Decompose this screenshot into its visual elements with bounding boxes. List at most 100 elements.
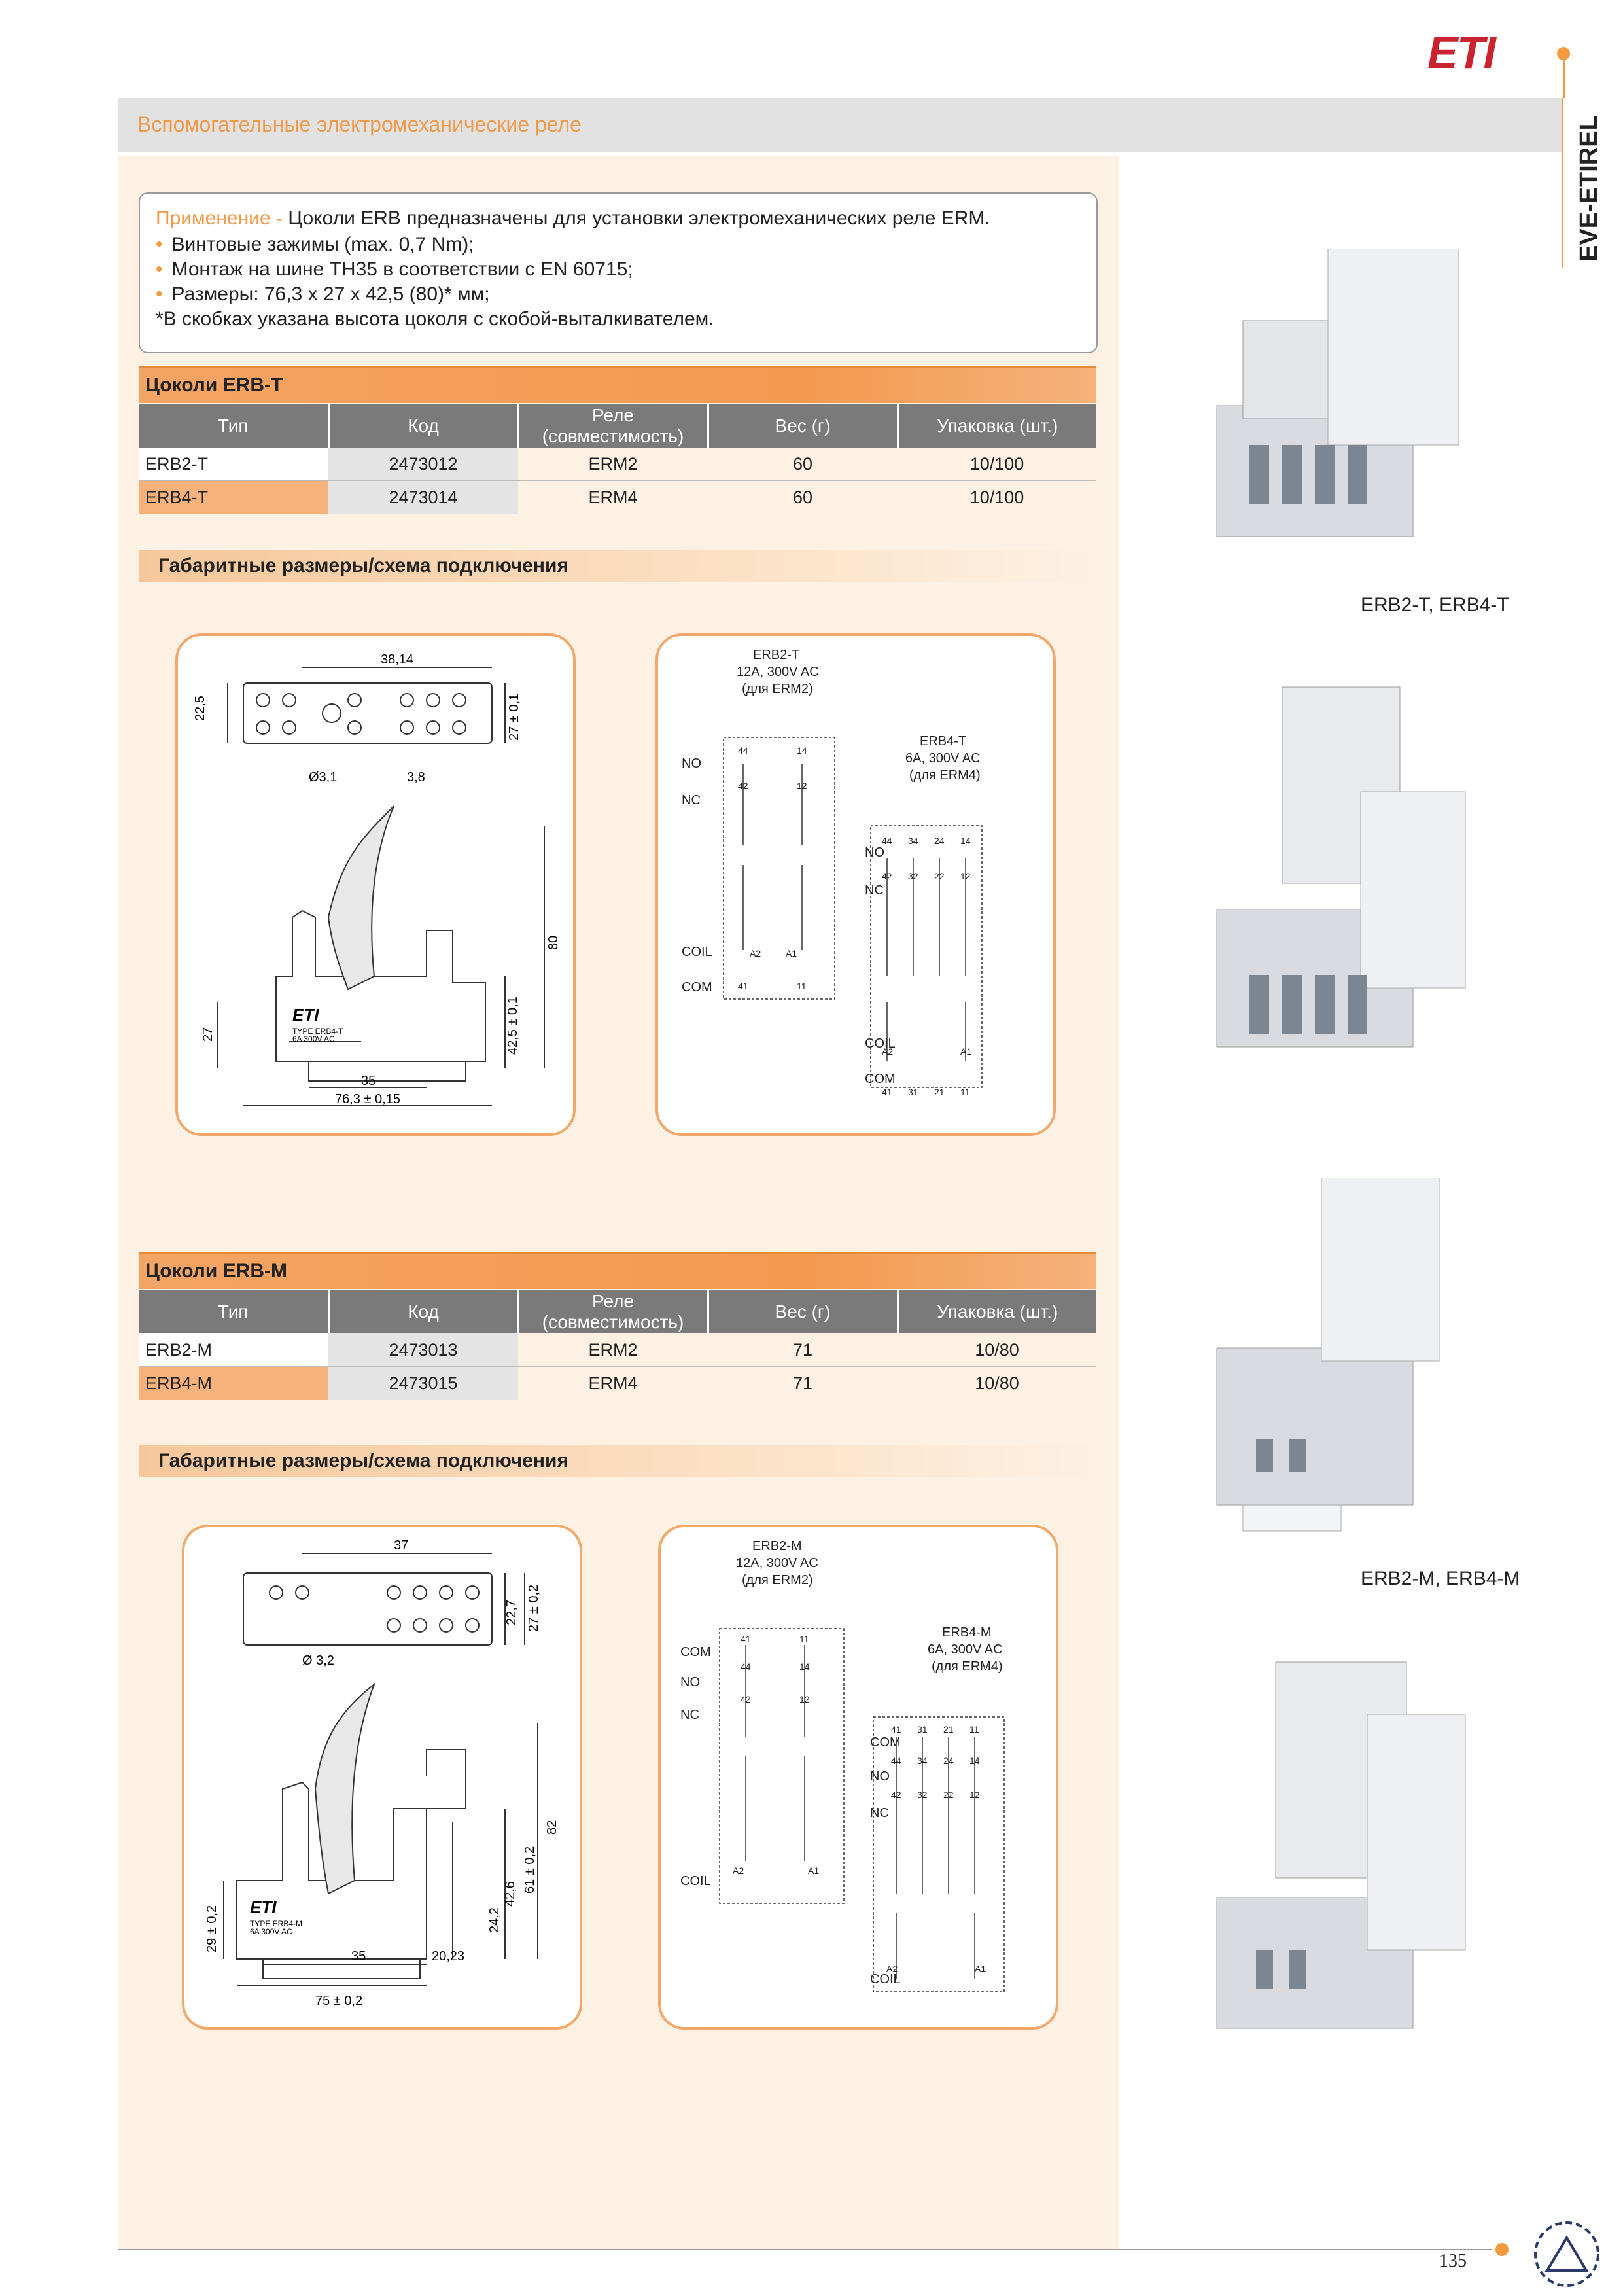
dimension-panel-m: 37 22,7 27 ± 0,2 Ø 3,2 82 61 ± 0,2 42,6 … bbox=[182, 1525, 582, 2030]
table-header-row: Тип Код Реле (совместимость) Вес (г) Упа… bbox=[139, 1290, 1096, 1333]
dims-heading-m: Габаритные размеры/схема подключения bbox=[139, 1445, 1096, 1477]
pin-label: 11 bbox=[799, 1634, 809, 1644]
product-photo-erb-m-with-relay bbox=[1216, 1661, 1466, 2029]
wiring-panel-t: ERB2-T 12A, 300V AC (для ERM2) ERB4-T 6A… bbox=[655, 633, 1056, 1136]
device-rating: 6A 300V AC bbox=[292, 1034, 335, 1044]
pin-label: A2 bbox=[750, 948, 761, 959]
dim-label: Ø3,1 bbox=[309, 770, 337, 785]
term-label: NO bbox=[870, 1769, 890, 1784]
dimension-drawing-m: 37 22,7 27 ± 0,2 Ø 3,2 82 61 ± 0,2 42,6 … bbox=[205, 1538, 559, 2008]
page-title: Вспомогательные электромеханические реле bbox=[137, 113, 582, 136]
dim-label: 24,2 bbox=[487, 1907, 502, 1933]
dim-label: 22,5 bbox=[193, 696, 207, 721]
pin-label: 11 bbox=[969, 1724, 979, 1735]
side-tab: EVE-ETIREL bbox=[1562, 98, 1623, 268]
pin-label: 12 bbox=[960, 871, 971, 881]
wiring-panel-m: ERB2-M 12A, 300V AC (для ERM2) ERB4-M 6A… bbox=[658, 1525, 1058, 2030]
term-label: COM bbox=[865, 1072, 896, 1086]
pin-label: 42 bbox=[741, 1694, 751, 1704]
device-type: TYPE ERB4-M bbox=[250, 1919, 302, 1928]
wiring-title: ERB2-T bbox=[753, 648, 800, 662]
dim-label: 29 ± 0,2 bbox=[205, 1905, 219, 1952]
term-label: COIL bbox=[865, 1036, 896, 1051]
pin-label: 14 bbox=[799, 1661, 810, 1672]
pin-label: 31 bbox=[908, 1087, 918, 1097]
term-label: NC bbox=[865, 883, 884, 898]
pin-label: 11 bbox=[960, 1087, 970, 1097]
term-label: NC bbox=[682, 793, 701, 807]
pin-label: 41 bbox=[882, 1087, 892, 1097]
dim-label: 35 bbox=[361, 1074, 375, 1088]
pin-label: 34 bbox=[917, 1756, 928, 1766]
footer-line bbox=[118, 2249, 1492, 2250]
pin-label: A2 bbox=[886, 1964, 898, 1974]
product-photo-erb-t-with-relay bbox=[1216, 686, 1466, 1048]
pin-label: 31 bbox=[917, 1724, 928, 1735]
photo-caption-m: ERB2-M, ERB4-M bbox=[1361, 1568, 1520, 1589]
pin-label: A1 bbox=[808, 1865, 819, 1876]
pin-label: 34 bbox=[908, 836, 918, 846]
wiring-rating: 6A, 300V AC bbox=[905, 751, 981, 766]
pin-label: A2 bbox=[882, 1046, 893, 1057]
pin-label: 22 bbox=[943, 1790, 954, 1800]
wiring-for: (для ERM2) bbox=[742, 1573, 813, 1587]
dim-label: 37 bbox=[394, 1538, 408, 1553]
pin-label: 14 bbox=[797, 745, 807, 756]
product-photo-erb-m bbox=[1216, 1178, 1440, 1532]
dim-label: 42,6 bbox=[503, 1881, 517, 1907]
term-label: COM bbox=[870, 1735, 901, 1750]
dim-label: 27 ± 0,2 bbox=[527, 1585, 541, 1632]
pin-label: 44 bbox=[741, 1661, 751, 1672]
dims-heading-t: Габаритные размеры/схема подключения bbox=[139, 550, 1096, 582]
device-logo: ETI bbox=[250, 1898, 277, 1917]
pin-label: 21 bbox=[934, 1087, 945, 1097]
pin-label: 32 bbox=[917, 1790, 928, 1800]
pin-label: 42 bbox=[891, 1790, 901, 1800]
pin-label: 41 bbox=[741, 1634, 751, 1644]
pin-label: 12 bbox=[797, 781, 807, 791]
bullet-item: •Размеры: 76,3 x 27 x 42,5 (80)* мм; bbox=[156, 283, 490, 305]
page-number: 135 bbox=[1439, 2251, 1467, 2271]
pin-label: 32 bbox=[908, 871, 918, 881]
bullet-item: •Винтовые зажимы (max. 0,7 Nm); bbox=[156, 234, 474, 255]
table-header-row: Тип Код Реле (совместимость) Вес (г) Упа… bbox=[139, 404, 1096, 448]
pin-label: 22 bbox=[934, 871, 945, 881]
table-m-title: Цоколи ERB-M bbox=[145, 1260, 287, 1282]
term-label: COIL bbox=[682, 945, 712, 959]
device-type: TYPE ERB4-T bbox=[292, 1027, 343, 1036]
device-logo: ETI bbox=[292, 1005, 319, 1025]
term-label: NC bbox=[680, 1708, 699, 1722]
pin-label: 24 bbox=[934, 836, 945, 846]
table-row: ERB2-T 2473012 ERM2 60 10/100 bbox=[139, 448, 1096, 481]
wiring-title: ERB4-M bbox=[942, 1625, 992, 1640]
wiring-rating: 6A, 300V AC bbox=[928, 1642, 1003, 1657]
table-row: ERB2-M 2473013 ERM2 71 10/80 bbox=[139, 1333, 1096, 1367]
dim-label: 20,23 bbox=[432, 1949, 464, 1964]
table-m-title-bar: Цоколи ERB-M bbox=[139, 1252, 1096, 1289]
wiring-for: (для ERM4) bbox=[909, 768, 981, 783]
pin-label: 44 bbox=[891, 1756, 901, 1766]
dim-label: 42,5 ± 0,1 bbox=[506, 997, 520, 1055]
table-erb-t: Тип Код Реле (совместимость) Вес (г) Упа… bbox=[139, 404, 1096, 514]
dimension-drawing-t: 38,14 22,5 27 ± 0,1 Ø3,1 3,8 80 42,5 ± 0… bbox=[193, 652, 561, 1106]
wiring-title: ERB4-T bbox=[920, 734, 967, 749]
dim-label: 3,8 bbox=[407, 770, 425, 785]
pin-label: 24 bbox=[943, 1756, 954, 1766]
dim-label: 22,7 bbox=[504, 1600, 519, 1625]
application-box: Применение - Цоколи ERB предназначены дл… bbox=[139, 192, 1098, 353]
dim-label: 27 bbox=[201, 1027, 215, 1042]
pin-label: 44 bbox=[882, 836, 892, 846]
term-label: NC bbox=[870, 1806, 889, 1820]
application-intro: Применение - Цоколи ERB предназначены дл… bbox=[156, 207, 990, 230]
pin-label: 12 bbox=[969, 1790, 980, 1800]
wiring-rating: 12A, 300V AC bbox=[737, 665, 819, 679]
pin-label: 42 bbox=[738, 781, 748, 791]
eti-logo: ETI bbox=[1427, 27, 1496, 78]
pin-label: 42 bbox=[882, 871, 892, 881]
pin-label: 41 bbox=[891, 1724, 901, 1735]
pin-label: 14 bbox=[969, 1756, 980, 1766]
pin-label: 41 bbox=[738, 981, 748, 991]
bullet-item: •Монтаж на шине ТН35 в соответствии с EN… bbox=[156, 258, 633, 280]
pin-label: 44 bbox=[738, 745, 748, 756]
wiring-diagram-t: 44 14 42 12 41 11 A2 A1 44 34 24 14 42 3… bbox=[723, 737, 983, 1097]
